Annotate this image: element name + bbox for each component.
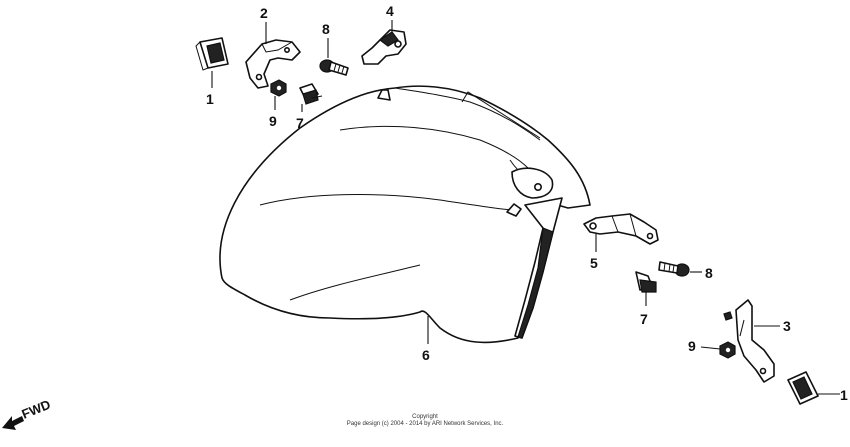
stud-top[interactable] <box>299 83 323 105</box>
callout-1-bottom: 1 <box>840 387 848 403</box>
clamp-top[interactable] <box>361 29 407 65</box>
front-fender[interactable] <box>219 85 591 344</box>
stud-right[interactable] <box>635 271 657 293</box>
callout-2: 2 <box>260 5 268 21</box>
grommet-right[interactable] <box>787 371 819 405</box>
callout-8-right: 8 <box>705 265 713 281</box>
nut-top[interactable] <box>270 79 287 97</box>
bolt-top[interactable] <box>319 59 349 76</box>
callout-1-top: 1 <box>206 91 214 107</box>
copyright-line2: Page design (c) 2004 - 2014 by ARI Netwo… <box>346 421 504 427</box>
callout-8-top: 8 <box>322 21 330 37</box>
bracket-left[interactable] <box>245 39 301 89</box>
callout-4: 4 <box>386 3 394 19</box>
fwd-arrow-icon <box>2 416 24 430</box>
callout-9-right: 9 <box>688 338 696 354</box>
stay-right[interactable] <box>583 213 659 245</box>
nut-right[interactable] <box>719 341 736 359</box>
callout-9-top: 9 <box>269 113 277 129</box>
copyright-line1: Copyright <box>412 414 438 420</box>
grommet-left[interactable] <box>195 37 229 71</box>
bracket-right[interactable] <box>723 299 775 383</box>
bolt-right[interactable] <box>658 261 690 277</box>
callout-7-top: 7 <box>296 115 304 131</box>
callout-5: 5 <box>590 255 598 271</box>
callout-7-right: 7 <box>640 311 648 327</box>
callout-3: 3 <box>783 318 791 334</box>
callout-6: 6 <box>422 347 430 363</box>
